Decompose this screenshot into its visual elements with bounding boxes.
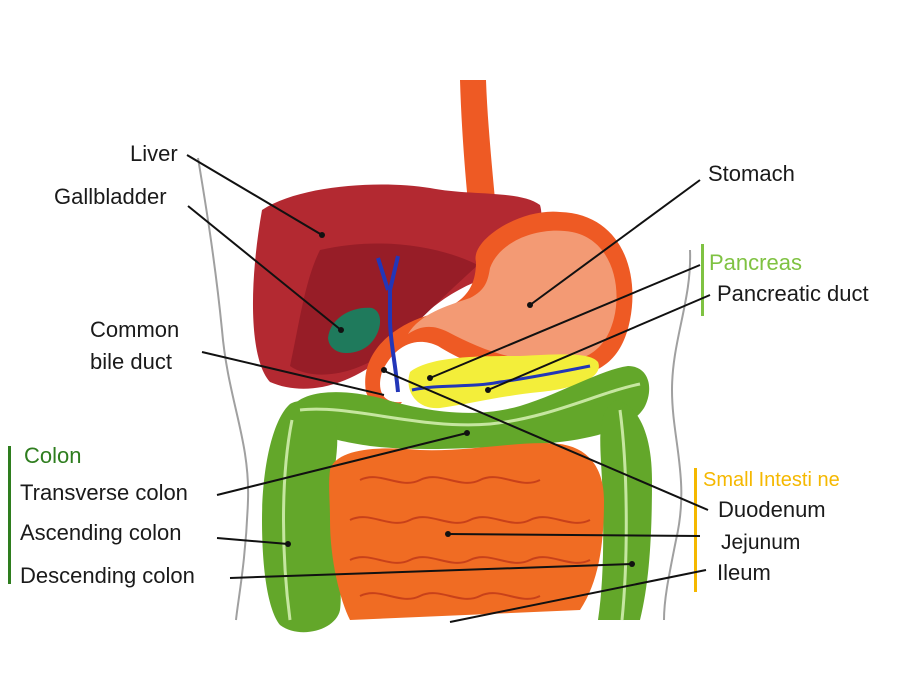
label-common-bile-duct-line2: bile duct [90,349,172,374]
dot-descending-colon [629,561,635,567]
pancreas-duct [411,364,591,392]
bile-ducts [376,255,400,393]
leader-descending-colon [229,563,633,579]
leader-stomach [529,179,701,306]
label-transverse-colon: Transverse colon [20,480,188,505]
leader-gallbladder [187,205,342,331]
label-colon: Colon [24,443,82,468]
label-descending-colon: Descending colon [20,563,195,588]
colon-group-bar [8,446,11,584]
small-intestine-group-bar [694,468,697,592]
dot-bile-duct [381,367,387,373]
transverse-colon [290,366,650,450]
label-small-intestine: Small Intesti ne [703,469,840,491]
colon-taenia [282,382,641,621]
dot-pancreas [427,375,433,381]
label-ileum: Ileum [717,560,771,585]
dot-stomach [527,302,533,308]
label-ascending-colon: Ascending colon [20,520,182,545]
leader-common-bile-duct [201,351,385,396]
label-stomach: Stomach [708,161,795,186]
dot-liver [319,232,325,238]
leader-transverse-colon [216,432,468,496]
dot-jejunum [445,531,451,537]
intestine-folds [349,476,591,600]
body-outline-right [663,249,692,621]
leader-jejunum [447,533,701,537]
leader-lines [186,154,711,623]
leader-ascending-colon [216,537,289,545]
leader-pancreatic-duct [487,294,711,391]
leader-ileum [449,569,707,623]
leader-liver [186,154,323,236]
dot-gallbladder [338,327,344,333]
label-pancreatic-duct: Pancreatic duct [717,281,869,306]
label-duodenum: Duodenum [718,497,826,522]
body-outline-left [197,157,250,621]
small-intestine [329,443,604,620]
stomach-inner [408,230,617,362]
label-liver: Liver [130,141,178,166]
leader-duodenum [381,369,709,511]
ascending-colon [262,400,341,633]
label-pancreas: Pancreas [709,250,802,275]
leader-pancreas [429,264,701,379]
pancreas-group-bar [701,244,704,316]
dot-ascending-colon [285,541,291,547]
dot-pancreatic-duct [485,387,491,393]
label-gallbladder: Gallbladder [54,184,167,209]
gallbladder [328,307,381,354]
label-jejunum: Jejunum [721,531,801,554]
dot-transverse-colon [464,430,470,436]
label-common-bile-duct-line1: Common [90,317,180,342]
